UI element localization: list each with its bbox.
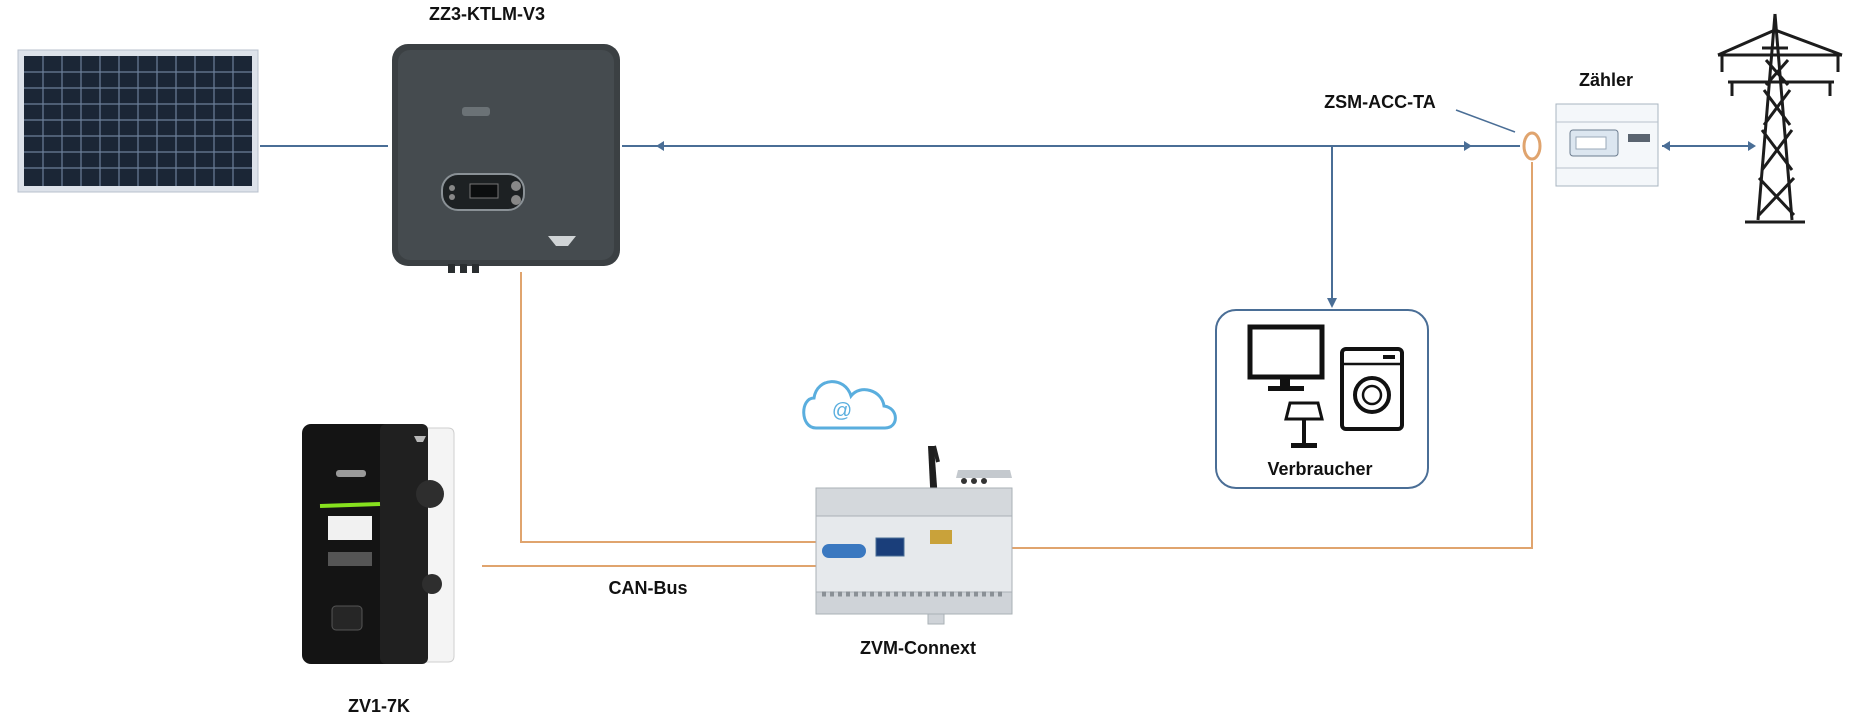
pylon-icon [1717, 13, 1843, 224]
cloud-at-symbol: @ [832, 400, 852, 422]
ac-wiring [260, 145, 1752, 300]
arrow-icon [1464, 141, 1472, 151]
current-sensor-label: ZSM-ACC-TA [1324, 92, 1436, 112]
consumers-label: Verbraucher [1267, 459, 1372, 479]
current-sensor-icon [1522, 131, 1542, 161]
sensor-leader-line [1455, 109, 1516, 133]
arrow-icon [656, 141, 664, 151]
arrow-icon [1662, 141, 1670, 151]
inverter-icon [392, 44, 620, 273]
wallbox-icon [302, 424, 455, 664]
controller-icon [815, 445, 1013, 625]
solar-panel-icon [17, 49, 259, 193]
arrow-icon [1327, 298, 1337, 308]
meter-label: Zähler [1579, 70, 1633, 90]
monitor-icon [1247, 324, 1325, 391]
cloud-icon: @ [802, 380, 897, 430]
lamp-icon [1284, 401, 1324, 448]
canbus-label: CAN-Bus [609, 578, 688, 598]
inverter-comm-line [520, 272, 820, 543]
controller-label: ZVM-Connext [860, 638, 976, 658]
communication-wiring [482, 162, 1533, 567]
wallbox-label: ZV1-7K [348, 696, 410, 716]
sensor-comm-line [1012, 162, 1533, 549]
arrow-heads [656, 141, 1756, 308]
inverter-label: ZZ3-KTLM-V3 [429, 4, 545, 24]
washing-machine-icon [1340, 347, 1404, 431]
arrow-icon [1748, 141, 1756, 151]
meter-icon [1555, 103, 1659, 187]
